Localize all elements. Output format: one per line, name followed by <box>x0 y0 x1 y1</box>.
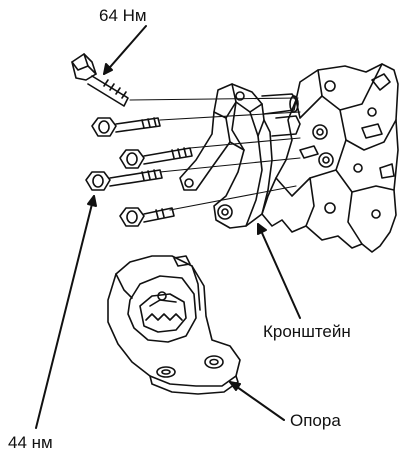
bolt-64nm <box>71 53 129 107</box>
bolt-short-2 <box>119 147 193 169</box>
bracket-label: Кронштейн <box>263 322 351 341</box>
engine-block <box>261 63 399 253</box>
support-label: Опора <box>290 411 341 430</box>
bolt-axis-lines <box>129 97 301 211</box>
bolt-short-4 <box>119 207 175 227</box>
leader-arrows <box>35 25 301 429</box>
torque-label-bottom: 44 нм <box>8 433 53 452</box>
bracket <box>179 83 301 229</box>
engine-mount <box>107 255 241 395</box>
bolt-short-1 <box>91 117 161 137</box>
bolt-44nm <box>85 169 163 191</box>
torque-label-top: 64 Нм <box>99 6 147 25</box>
